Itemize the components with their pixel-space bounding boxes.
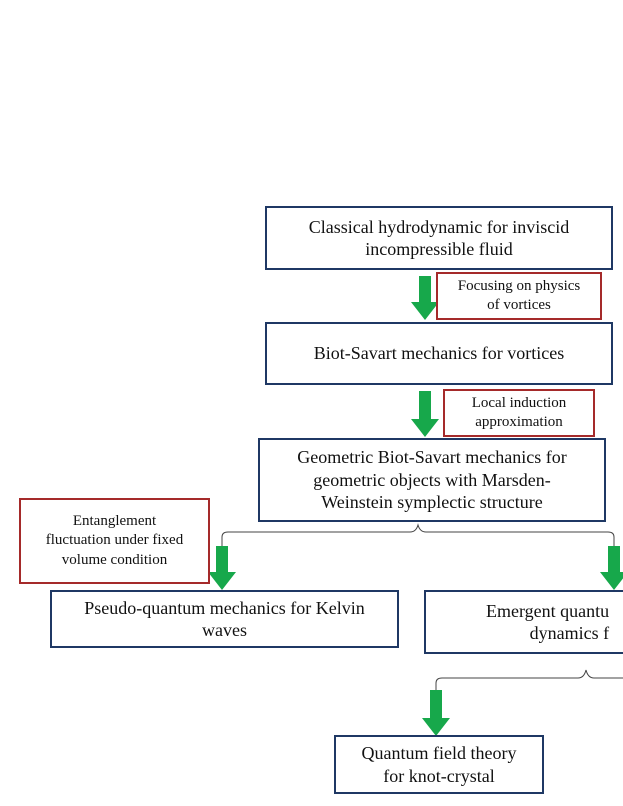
node-quantum-field-theory: Quantum field theory for knot-crystal — [334, 735, 544, 794]
down-arrow-2 — [411, 391, 439, 437]
split-brace-top — [221, 523, 615, 560]
node-pseudo-quantum-label: Pseudo-quantum mechanics for Kelvin wave… — [84, 597, 365, 641]
down-arrow-1 — [411, 276, 439, 320]
note-local-induction: Local induction approximation — [443, 389, 595, 437]
down-arrow-3 — [208, 546, 236, 590]
node-emergent-quantum: Emergent quantu dynamics f — [424, 590, 623, 654]
node-biot-savart-label: Biot-Savart mechanics for vortices — [313, 343, 565, 364]
node-emergent-label: Emergent quantu dynamics f — [486, 600, 610, 644]
node-qft-label: Quantum field theory for knot-crystal — [361, 743, 517, 786]
split-brace-bottom — [435, 669, 623, 700]
note-entanglement: Entanglement fluctuation under fixed vol… — [19, 498, 210, 584]
note-focusing-label: Focusing on physics of vortices — [457, 277, 581, 314]
down-arrow-4 — [600, 546, 623, 590]
node-classical-label: Classical hydrodynamic for inviscid inco… — [308, 216, 570, 260]
node-biot-savart: Biot-Savart mechanics for vortices — [265, 322, 613, 385]
node-geometric-biot-savart: Geometric Biot-Savart mechanics for geom… — [258, 438, 606, 522]
note-entanglement-label: Entanglement fluctuation under fixed vol… — [45, 512, 184, 568]
note-focusing-vortices: Focusing on physics of vortices — [436, 272, 602, 320]
node-pseudo-quantum: Pseudo-quantum mechanics for Kelvin wave… — [50, 590, 399, 648]
down-arrow-5 — [422, 690, 450, 736]
node-geometric-label: Geometric Biot-Savart mechanics for geom… — [297, 447, 567, 513]
node-classical-hydrodynamics: Classical hydrodynamic for inviscid inco… — [265, 206, 613, 270]
note-local-induction-label: Local induction approximation — [471, 394, 567, 431]
